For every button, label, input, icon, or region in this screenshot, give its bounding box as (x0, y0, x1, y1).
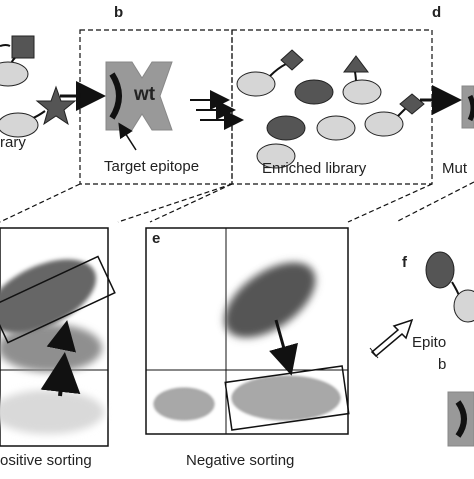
panel-letter-e: e (152, 230, 161, 247)
enriched-library-caption: Enriched library (262, 160, 367, 177)
target-epitope-caption: Target epitope (104, 158, 200, 175)
enriched-library-members (236, 49, 425, 169)
binder-ellipse (425, 251, 455, 289)
library-ellipse (342, 79, 382, 105)
panel-letter-b: b (114, 4, 124, 21)
hollow-arrow-stripe (369, 347, 379, 359)
zoom-line (0, 183, 81, 223)
binder-ellipse (453, 289, 474, 323)
binder-bracket (467, 94, 474, 122)
linker (269, 63, 287, 77)
linker (0, 44, 11, 47)
zoom-line (149, 183, 233, 223)
binder-bracket (455, 400, 467, 438)
library-ellipse (0, 61, 29, 87)
library-panel (0, 35, 77, 138)
hollow-arrow (370, 318, 414, 358)
sort-gate (0, 255, 116, 344)
population-light (0, 390, 104, 434)
wt-label: wt (134, 84, 156, 105)
zoom-line (395, 181, 474, 223)
library-ellipse (256, 143, 296, 169)
epitope-caption-line2: b (438, 356, 447, 373)
zoom-line (347, 183, 433, 223)
library-ellipse (364, 111, 404, 137)
library-ellipse (266, 115, 306, 141)
library-ellipse (316, 115, 356, 141)
shift-arrow (46, 320, 77, 353)
population-nonbinding (153, 387, 215, 421)
shift-arrow (269, 319, 298, 376)
zoom-line (117, 183, 233, 223)
epitope-pointer (118, 122, 137, 151)
linker (32, 110, 46, 119)
population-binding (224, 262, 316, 338)
epitope-caption-line1: Epito (412, 334, 447, 351)
library-ellipse (0, 112, 39, 138)
binder-bracket (109, 72, 122, 120)
mutant-caption: Mut (442, 160, 468, 177)
square-antigen (11, 35, 35, 59)
library-caption: rary (0, 134, 26, 151)
star-antigen (35, 85, 77, 126)
shift-arrow (40, 352, 81, 397)
panel-letter-d: d (432, 4, 442, 21)
library-ellipse (236, 71, 276, 97)
positive-sorting-caption: ositive sorting (0, 452, 92, 469)
panel-letter-f: f (402, 254, 407, 271)
population-negative-gated (231, 375, 341, 421)
library-ellipse (294, 79, 334, 105)
diamond-antigen (280, 49, 304, 71)
triangle-antigen (343, 55, 369, 73)
negative-sorting-caption: Negative sorting (186, 452, 295, 469)
